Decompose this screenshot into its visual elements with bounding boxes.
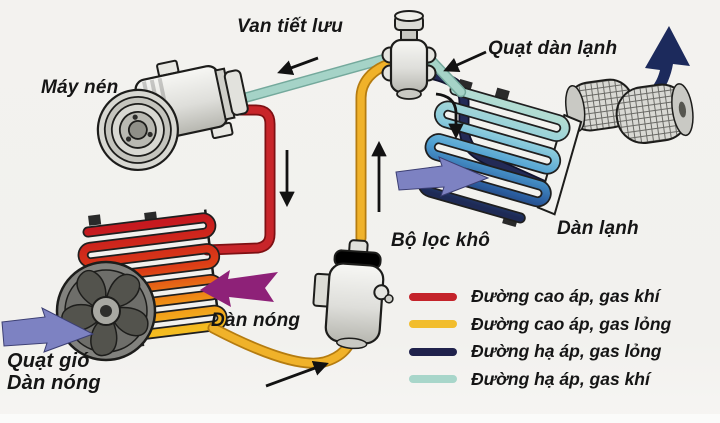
label-condenser-fan-line2: Dàn nóng bbox=[7, 372, 101, 394]
label-compressor: Máy nén bbox=[41, 77, 119, 98]
flow-direction-arrows bbox=[265, 50, 487, 388]
legend-swatch-low-pressure-gas bbox=[409, 375, 457, 384]
label-evaporator-fan: Quạt dàn lạnh bbox=[488, 38, 618, 59]
compressor-illustration bbox=[96, 59, 249, 172]
legend-swatch-high-pressure-gas bbox=[409, 292, 457, 301]
legend-swatch-low-pressure-liquid bbox=[409, 347, 457, 356]
legend-row-low-pressure-liquid: Đường hạ áp, gas lỏng bbox=[409, 338, 671, 366]
legend-label-high-pressure-gas: Đường cao áp, gas khí bbox=[471, 286, 660, 307]
legend-swatch-high-pressure-liquid bbox=[409, 320, 457, 329]
legend-row-low-pressure-gas: Đường hạ áp, gas khí bbox=[409, 366, 671, 394]
label-evaporator: Dàn lạnh bbox=[557, 218, 639, 239]
label-condenser-fan-line1: Quạt gió bbox=[7, 350, 90, 372]
flow-arrow-liquid-right bbox=[265, 361, 329, 388]
receiver-drier-illustration bbox=[312, 239, 394, 350]
airflow-arrow-evaporator bbox=[395, 156, 490, 197]
legend-label-high-pressure-liquid: Đường cao áp, gas lỏng bbox=[471, 313, 672, 334]
flow-arrow-suction-left bbox=[277, 56, 319, 75]
evaporator-illustration bbox=[417, 79, 583, 228]
hot-air-arrow bbox=[200, 270, 278, 307]
pipe-high-pressure-liquid-top bbox=[357, 60, 393, 242]
flow-arrow-into-evaporator bbox=[435, 92, 464, 140]
legend-row-high-pressure-liquid: Đường cao áp, gas lỏng bbox=[409, 311, 671, 339]
legend-label-low-pressure-gas: Đường hạ áp, gas khí bbox=[471, 368, 650, 389]
label-expansion-valve: Van tiết lưu bbox=[237, 16, 344, 37]
label-condenser: Dàn nóng bbox=[211, 310, 301, 331]
legend-row-high-pressure-gas: Đường cao áp, gas khí bbox=[409, 283, 671, 311]
blower-fan-illustration bbox=[564, 78, 694, 145]
expansion-valve-illustration bbox=[381, 10, 437, 100]
pipe-low-pressure-gas-to-compressor bbox=[226, 54, 392, 106]
flow-arrow-suction-right bbox=[443, 50, 487, 72]
pipe-high-pressure-gas bbox=[203, 106, 274, 254]
label-receiver-drier: Bộ lọc khô bbox=[391, 230, 491, 251]
airflow-arrow-condenser bbox=[1, 307, 95, 353]
cold-air-out-arrow bbox=[620, 26, 690, 120]
legend-label-low-pressure-liquid: Đường hạ áp, gas lỏng bbox=[471, 341, 662, 362]
legend: Đường cao áp, gas khí Đường cao áp, gas … bbox=[409, 283, 671, 393]
bottom-margin-strip bbox=[0, 414, 720, 423]
propeller-fan-illustration bbox=[55, 260, 157, 362]
